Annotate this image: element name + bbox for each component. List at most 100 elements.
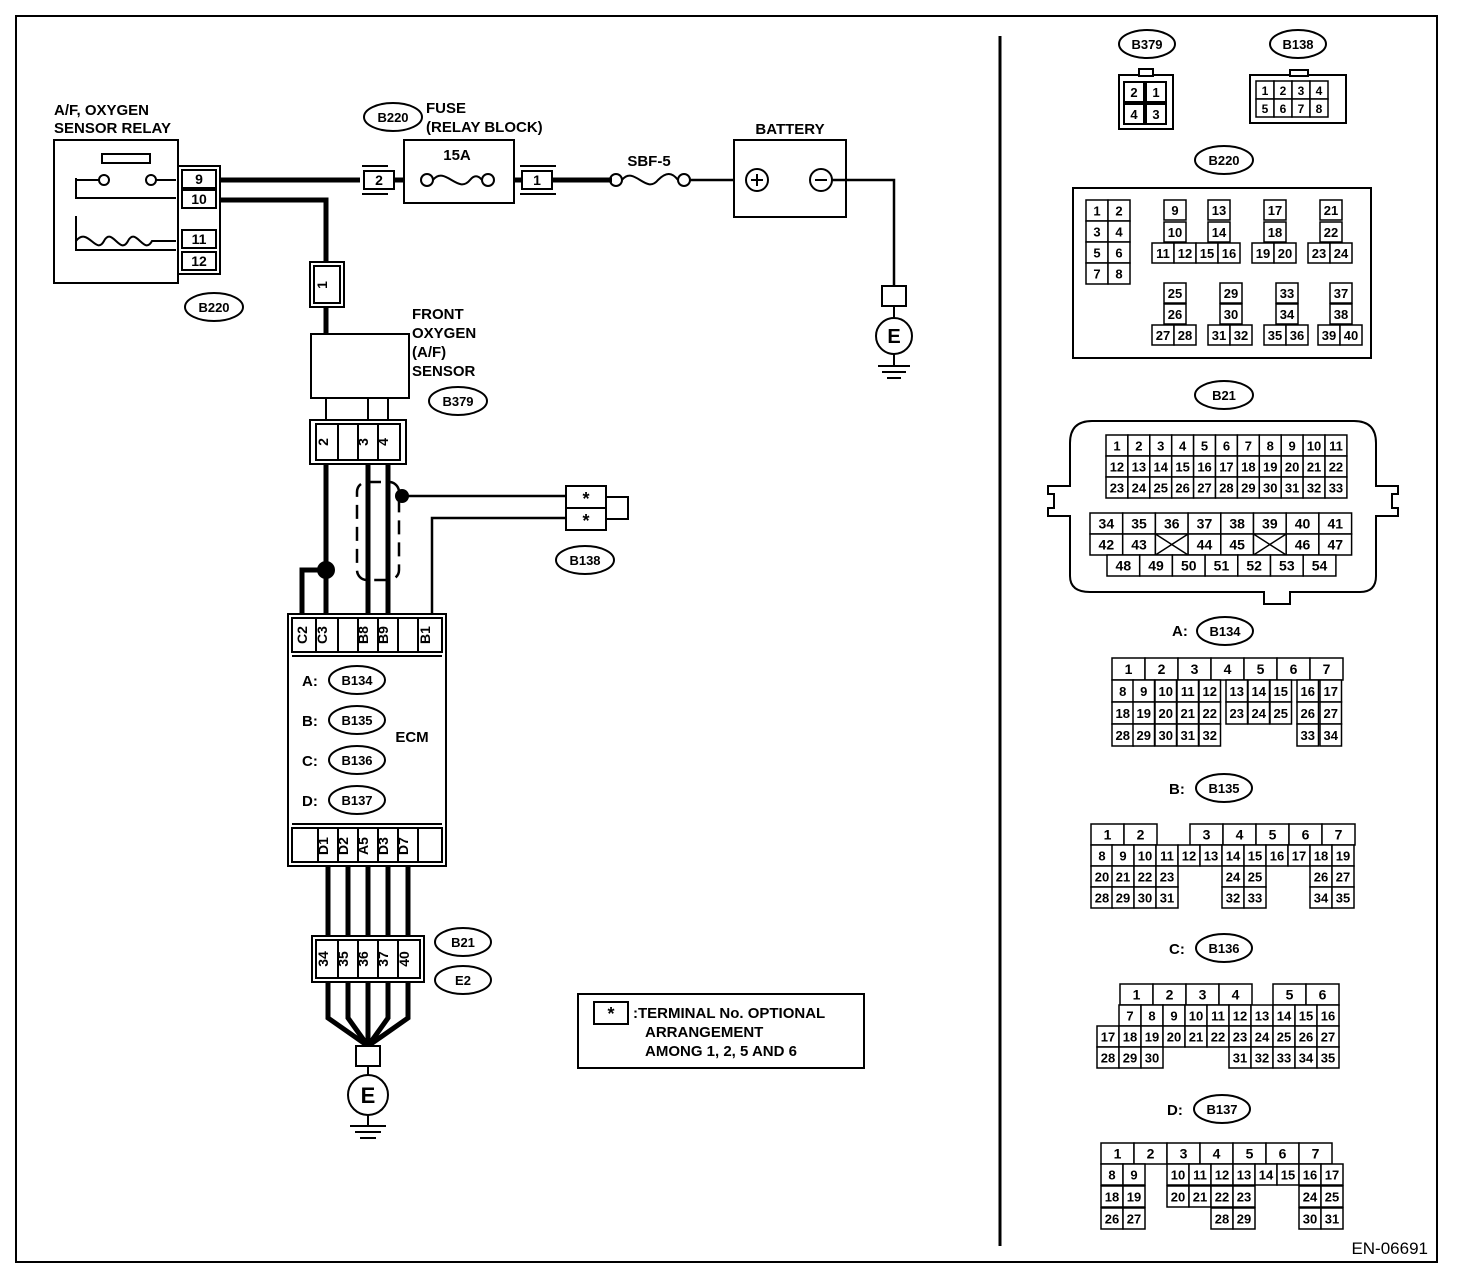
pin-number: 16 [1270,849,1284,864]
pin-number: 10 [1168,225,1182,240]
pin-number: 48 [1116,558,1132,574]
fuse-pin-left: 2 [375,172,383,188]
pin-number: 9 [1140,684,1147,699]
view-b134-prefix: A: [1172,623,1188,640]
pin-number: 8 [1267,439,1274,454]
pin-cell [1122,1185,1146,1208]
note-line-2: ARRANGEMENT [645,1024,763,1041]
pin-number: 37 [1334,286,1348,301]
pin-number: 28 [1215,1212,1229,1227]
ecm-pin-d1: D1 [315,837,331,855]
joint-pin-35: 35 [335,951,351,967]
pin-number: 7 [1126,1009,1133,1024]
pin-number: 52 [1246,558,1262,574]
pin-cell [1320,1207,1344,1230]
pin-number: 30 [1263,481,1277,496]
pin-number: 4 [1115,225,1123,240]
pin-number: 30 [1224,307,1238,322]
pin-number: 29 [1116,891,1130,906]
pin-number: 5 [1286,987,1294,1003]
pin-number: 5 [1269,827,1277,843]
pin-number: 27 [1127,1212,1141,1227]
pin-number: 24 [1303,1190,1318,1205]
pin-number: 30 [1159,728,1173,743]
pin-number: 24 [1334,246,1349,261]
view-b379-label: B379 [1131,37,1162,52]
fuse-rating: 15A [443,147,471,164]
pin-number: 8 [1098,849,1105,864]
joint-connector-b21: B21 [451,935,475,950]
pin-number: 2 [1280,84,1287,98]
relay-title-2: SENSOR RELAY [54,120,171,137]
pin-number: 16 [1197,460,1211,475]
view-b21-label: B21 [1212,388,1236,403]
pin-number: 14 [1212,225,1227,240]
pin-number: 26 [1299,1030,1313,1045]
b138-pin-2: * [582,511,589,531]
pin-number: 31 [1181,728,1195,743]
pin-number: 34 [1299,1051,1314,1066]
pin-number: 11 [1181,684,1195,699]
pin-number: 35 [1131,516,1147,532]
pin-number: 13 [1237,1168,1251,1183]
pin-number: 1 [1104,827,1112,843]
pin-number: 43 [1131,537,1147,553]
pin-number: 6 [1223,439,1230,454]
pin-number: 26 [1314,870,1328,885]
b379-pin: 4 [1130,107,1138,122]
fuse-title-2: (RELAY BLOCK) [426,119,543,136]
pin-number: 32 [1307,481,1321,496]
wire-sensor-3-4 [365,464,391,620]
pin-number: 10 [1171,1168,1185,1183]
view-b138-label: B138 [1282,37,1313,52]
shield-dashed [355,480,401,582]
ground-top-right: E [875,285,913,379]
pin-number: 37 [1197,516,1213,532]
wire-relay-sensor [220,197,329,262]
pin-number: 3 [1093,225,1100,240]
pin-number: 25 [1274,706,1288,721]
pin-cell [1320,1163,1344,1186]
pin-number: 20 [1171,1190,1185,1205]
pin-number: 38 [1334,307,1348,322]
pin-number: 27 [1336,870,1350,885]
pin-number: 1 [1113,439,1120,454]
pin-number: 8 [1108,1168,1115,1183]
view-b134-label: B134 [1209,624,1241,639]
pin-number: 41 [1327,516,1343,532]
pin-cell [1309,98,1329,118]
pin-cell [1319,221,1343,243]
pin-cell [1219,282,1243,304]
pin-number: 3 [1203,827,1211,843]
pin-cell [1140,1046,1164,1069]
pin-number: 31 [1212,328,1226,343]
pin-number: 5 [1262,102,1269,116]
pin-number: 42 [1099,537,1115,553]
pin-number: 24 [1255,1030,1270,1045]
pin-number: 5 [1257,661,1265,677]
pin-number: 12 [1182,849,1196,864]
pin-number: 14 [1252,684,1267,699]
pin-number: 10 [1159,684,1173,699]
pin-number: 22 [1329,460,1343,475]
pin-cell [1163,282,1187,304]
front-oxygen-sensor: 1 FRONT OXYGEN (A/F) SENSOR B379 2 3 4 [309,261,488,465]
pin-cell [1324,476,1348,499]
pin-cell [1198,723,1222,747]
pin-cell [1275,282,1299,304]
pin-cell [1302,554,1337,577]
pin-number: 20 [1159,706,1173,721]
pin-number: 29 [1137,728,1151,743]
ecm-conn-letter-a: A: [302,673,318,690]
ecm-pin-c2: C2 [294,626,310,644]
pin-number: 6 [1319,987,1327,1003]
pin-number: 34 [1324,728,1339,743]
pin-number: 44 [1197,537,1213,553]
fuse-relay-block: B220 FUSE (RELAY BLOCK) 15A 2 1 [362,100,556,204]
view-b379: B379 2 1 4 3 [1118,29,1176,130]
pin-number: 19 [1137,706,1151,721]
pin-number: 20 [1095,870,1109,885]
pin-cell [1173,324,1197,346]
